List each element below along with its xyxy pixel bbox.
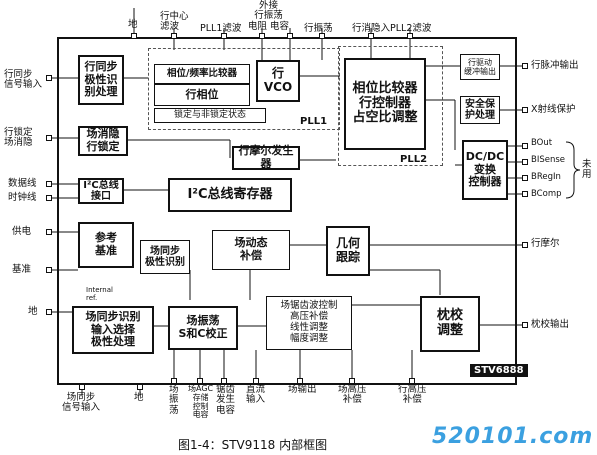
pin-bcomp — [522, 191, 528, 197]
h-vco-block: 行 VCO — [256, 60, 300, 102]
pin-xray — [522, 107, 528, 113]
pin-h-pulse-out — [522, 63, 528, 69]
pin-clock-label: 时钟线 — [8, 192, 37, 203]
pin-ref — [46, 267, 52, 273]
pin-h-lock — [46, 135, 52, 141]
pin-ref-label: 基准 — [12, 264, 32, 275]
pin-bout — [522, 143, 528, 149]
pin-h-osc-label: 行振荡 — [304, 23, 333, 34]
pin-top-6 — [319, 33, 325, 39]
pin-h-center-label: 行中心 滤波 — [160, 11, 189, 33]
chip-name: STV6888 — [470, 364, 528, 377]
pin-bregin — [522, 175, 528, 181]
pin-bottom-4 — [197, 378, 203, 384]
pin-bisense-label: BISense — [531, 155, 566, 165]
pin-pll2-filter-label: PLL2滤波 — [390, 23, 432, 34]
pin-bout-label: BOut — [531, 138, 553, 148]
pll1-label: PLL1 — [300, 116, 328, 127]
pin-moire — [522, 242, 528, 248]
pin-bottom-7 — [297, 378, 303, 384]
pin-bottom-1 — [79, 384, 85, 390]
pin-data-label: 数据线 — [8, 178, 37, 189]
pin-bisense — [522, 159, 528, 165]
pin-v-agc-label: 场AGC 存储 控制 电容 — [188, 384, 214, 420]
v-sync-polarity-block: 场同步 极性识别 — [140, 240, 190, 274]
moire-generator-block: 行摩尔发生器 — [232, 145, 300, 170]
site-watermark: 520101.com — [432, 424, 594, 449]
pin-h-sync-in — [46, 75, 52, 81]
pin-v-sync-in-label: 场同步 信号输入 — [62, 392, 101, 414]
pin-h-sync-in-label: 行同步 信号输入 — [4, 69, 43, 91]
pin-bregin-label: BRegIn — [531, 172, 561, 182]
pin-gnd-left — [46, 309, 52, 315]
pin-data — [46, 181, 52, 187]
pin-moire-label: 行摩尔 — [531, 238, 560, 249]
v-blank-h-lock-block: 场消隐 行锁定 — [78, 126, 128, 156]
pin-top-gnd-label: 地 — [128, 19, 138, 30]
pin-h-lock-label: 行锁定 场消隐 — [4, 127, 33, 149]
pin-top-3 — [221, 33, 227, 39]
reference-block: 参考 基准 — [78, 222, 134, 268]
pin-power — [46, 229, 52, 235]
v-saw-control-block: 场锯齿波控制 高压补偿 线性调整 幅度调整 — [266, 296, 352, 350]
v-sync-select-block: 场同步识别 输入选择 极性处理 — [72, 306, 154, 354]
pin-h-blank-label: 行消隐入 — [352, 23, 391, 34]
phase-freq-comparator-block: 相位/频率比较器 — [154, 64, 250, 84]
pincushion-block: 枕校 调整 — [420, 296, 480, 352]
pin-bottom-gnd-label: 地 — [134, 392, 144, 403]
pin-clock — [46, 195, 52, 201]
pin-bottom-9 — [409, 378, 415, 384]
pin-bottom-6 — [253, 378, 259, 384]
pll2-frame — [338, 46, 443, 166]
lock-state-block: 锁定与非锁定状态 — [154, 108, 266, 123]
pin-dc-in-label: 直流 输入 — [246, 384, 266, 406]
pin-top-7 — [368, 33, 374, 39]
h-drive-buffer-block: 行驱动 缓冲输出 — [460, 54, 500, 80]
dcdc-controller-block: DC/DC 变换 控制器 — [462, 140, 508, 200]
pin-top-8 — [407, 33, 413, 39]
v-osc-sc-block: 场振荡 S和C校正 — [168, 306, 238, 350]
pin-pincushion-out-label: 枕校输出 — [531, 319, 570, 330]
pin-xray-label: X射线保护 — [531, 104, 576, 115]
i2c-interface-block: I²C总线 接口 — [78, 178, 124, 204]
v-dynamic-comp-block: 场动态 补偿 — [212, 230, 290, 270]
pin-bottom-5 — [221, 378, 227, 384]
pin-ext-osc-label: 外接 行振荡 电阻 电容 — [248, 0, 290, 32]
pin-top-2 — [171, 33, 177, 39]
safety-protection-block: 安全保 护处理 — [460, 96, 500, 124]
pin-v-hv-comp-label: 场高压 补偿 — [338, 384, 367, 406]
pin-top-4 — [259, 33, 265, 39]
pin-pll1-filter-label: PLL1滤波 — [200, 23, 242, 34]
pin-bcomp-label: BComp — [531, 189, 562, 199]
pll1-frame — [148, 48, 340, 130]
pin-gnd-left-label: 地 — [28, 306, 38, 317]
pin-saw-cap-label: 锯齿 发生 电容 — [216, 384, 236, 416]
pin-pincushion-out — [522, 322, 528, 328]
pin-bottom-8 — [349, 378, 355, 384]
figure-caption: 图1-4：STV9118 内部框图 — [178, 438, 328, 452]
pin-bottom-3 — [171, 378, 177, 384]
pin-top-1 — [131, 33, 137, 39]
internal-ref-label: Internal ref. — [86, 286, 113, 302]
pin-power-label: 供电 — [12, 226, 32, 237]
pin-h-pulse-out-label: 行脉冲输出 — [531, 60, 579, 71]
pin-h-hv-comp-label: 行高压 补偿 — [398, 384, 427, 406]
pin-top-5 — [287, 33, 293, 39]
pin-v-osc-label: 场 振 荡 — [169, 384, 179, 416]
pin-bottom-2 — [137, 384, 143, 390]
pin-v-out-label: 场输出 — [288, 384, 317, 395]
unused-label: 未 用 — [582, 159, 592, 181]
h-sync-polarity-block: 行同步 极性识 别处理 — [78, 55, 124, 105]
i2c-register-block: I²C总线寄存器 — [168, 178, 292, 212]
geometry-tracking-block: 几何 跟踪 — [326, 226, 370, 276]
pll2-label: PLL2 — [400, 154, 428, 165]
h-phase-block: 行相位 — [154, 84, 250, 106]
phase-comparator-controller-block: 相位比较器 行控制器 占空比调整 — [344, 58, 426, 150]
